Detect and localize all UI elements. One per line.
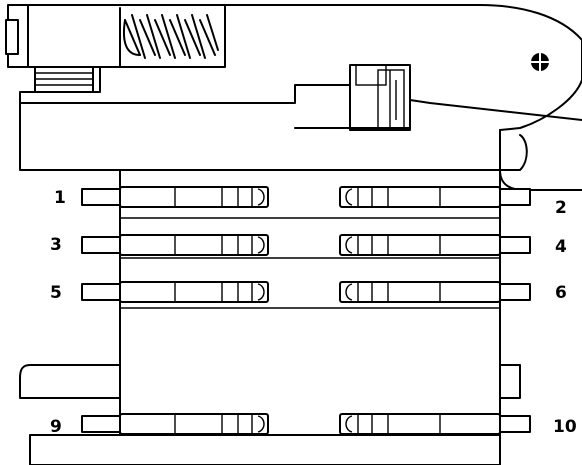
end-cap-inner bbox=[5, 19, 19, 55]
coil-spring bbox=[122, 14, 219, 59]
upper-housing bbox=[5, 4, 582, 191]
contact-pin-left bbox=[81, 186, 269, 208]
right-notch bbox=[499, 364, 521, 399]
registration-mark-icon bbox=[528, 50, 552, 74]
latch-lever bbox=[409, 99, 582, 121]
base-plate bbox=[29, 434, 501, 465]
latch-window bbox=[349, 64, 411, 131]
contact-pin-right bbox=[339, 186, 531, 208]
pin-label-6: 6 bbox=[555, 283, 567, 303]
contact-pin-right bbox=[339, 281, 531, 303]
right-hook-inner bbox=[499, 134, 528, 171]
pin-label-9: 9 bbox=[50, 417, 62, 437]
pin-label-4: 4 bbox=[555, 237, 567, 257]
contact-pin-right bbox=[339, 234, 531, 256]
contact-pin-left bbox=[81, 413, 269, 435]
pin-label-10: 10 bbox=[553, 417, 577, 437]
right-hook bbox=[499, 129, 582, 191]
contact-pin-left bbox=[81, 281, 269, 303]
left-notch bbox=[19, 364, 121, 399]
upper-body-inner-line bbox=[19, 84, 351, 104]
contact-pin-left bbox=[81, 234, 269, 256]
pin-label-5: 5 bbox=[50, 283, 62, 303]
pin-label-1: 1 bbox=[54, 188, 66, 208]
pin-label-2: 2 bbox=[555, 198, 567, 218]
contact-pin-right bbox=[339, 413, 531, 435]
grip-ribs bbox=[34, 66, 94, 93]
spring-housing bbox=[27, 4, 226, 68]
pin-labels: 1 2 3 4 5 6 9 10 bbox=[50, 188, 577, 437]
pin-label-3: 3 bbox=[50, 235, 62, 255]
contact-pins bbox=[81, 186, 531, 435]
